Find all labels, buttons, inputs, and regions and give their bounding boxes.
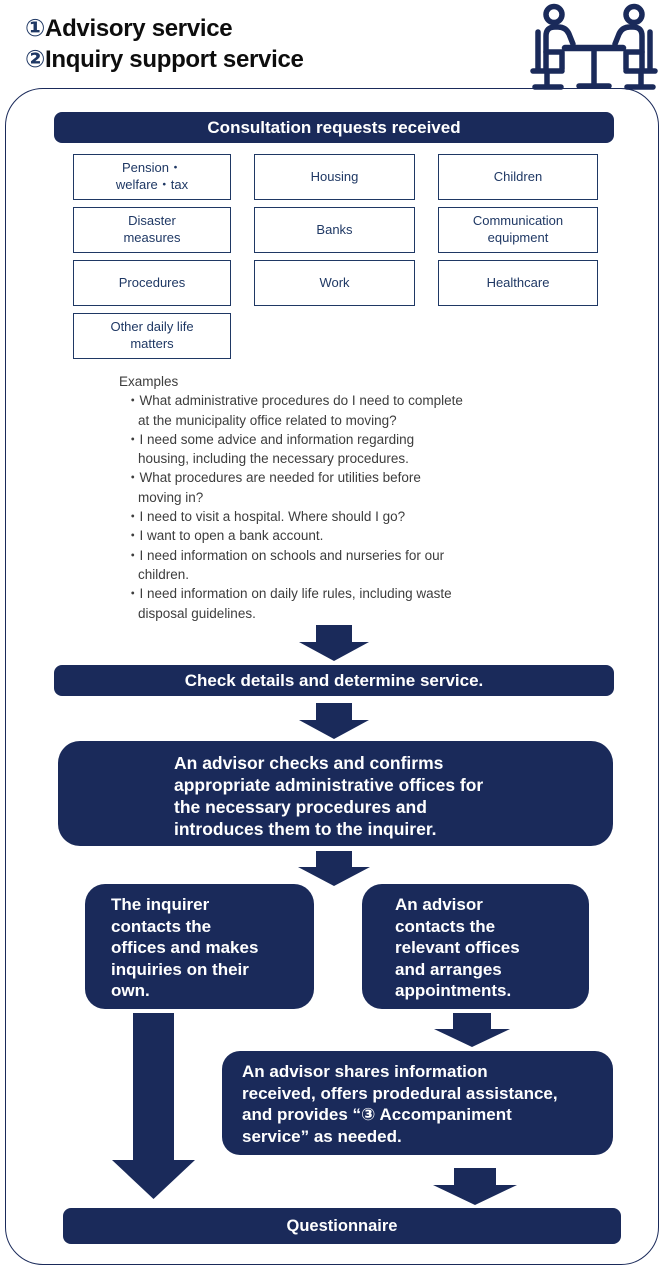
consultation-header-bar: Consultation requests received xyxy=(54,112,614,143)
title-line-2: ②Inquiry support service xyxy=(25,44,304,75)
examples-list: ・What administrative procedures do I nee… xyxy=(119,391,587,623)
example-item: ・What procedures are needed for utilitie… xyxy=(126,470,421,505)
category-box-other: Other daily life matters xyxy=(73,313,231,359)
title-label-2: Inquiry support service xyxy=(45,46,304,73)
advisor-contacts-box: An advisor contacts the relevant offices… xyxy=(362,884,589,1009)
flow-frame: Consultation requests received Pension・ … xyxy=(5,88,659,1265)
example-item: ・I need to visit a hospital. Where shoul… xyxy=(126,509,406,525)
example-item: ・I want to open a bank account. xyxy=(126,528,324,544)
circled-number-2: ② xyxy=(25,46,46,73)
category-box-healthcare: Healthcare xyxy=(438,260,598,306)
example-item: ・What administrative procedures do I nee… xyxy=(126,393,463,428)
advisor-shares-box: An advisor shares information received, … xyxy=(222,1051,613,1155)
advisor-checks-box: An advisor checks and confirms appropria… xyxy=(58,741,613,846)
category-box-communication: Communication equipment xyxy=(438,207,598,253)
down-arrow-icon xyxy=(434,1013,510,1047)
check-details-bar: Check details and determine service. xyxy=(54,665,614,696)
inquirer-contacts-box: The inquirer contacts the offices and ma… xyxy=(85,884,314,1009)
example-item: ・I need information on schools and nurse… xyxy=(126,547,445,582)
page-title: ①Advisory service ②Inquiry support servi… xyxy=(25,13,304,75)
category-grid: Pension・ welfare・tax Housing Children Di… xyxy=(73,154,598,359)
down-arrow-icon xyxy=(299,703,369,739)
title-line-1: ①Advisory service xyxy=(25,13,304,44)
down-arrow-icon xyxy=(433,1168,517,1205)
category-box-pension: Pension・ welfare・tax xyxy=(73,154,231,200)
long-down-arrow-icon xyxy=(112,1013,195,1199)
category-box-procedures: Procedures xyxy=(73,260,231,306)
example-item: ・I need information on daily life rules,… xyxy=(126,586,452,621)
meeting-icon xyxy=(530,3,658,90)
circled-number-1: ① xyxy=(25,15,46,42)
down-arrow-icon xyxy=(299,625,369,661)
examples-heading: Examples xyxy=(119,374,179,389)
questionnaire-bar: Questionnaire xyxy=(63,1208,621,1244)
category-box-banks: Banks xyxy=(254,207,415,253)
title-label-1: Advisory service xyxy=(45,15,233,42)
examples-section: Examples ・What administrative procedures… xyxy=(119,372,587,623)
category-box-work: Work xyxy=(254,260,415,306)
down-arrow-icon xyxy=(298,851,370,886)
category-box-housing: Housing xyxy=(254,154,415,200)
category-box-disaster: Disaster measures xyxy=(73,207,231,253)
example-item: ・I need some advice and information rega… xyxy=(126,431,415,467)
category-box-children: Children xyxy=(438,154,598,200)
